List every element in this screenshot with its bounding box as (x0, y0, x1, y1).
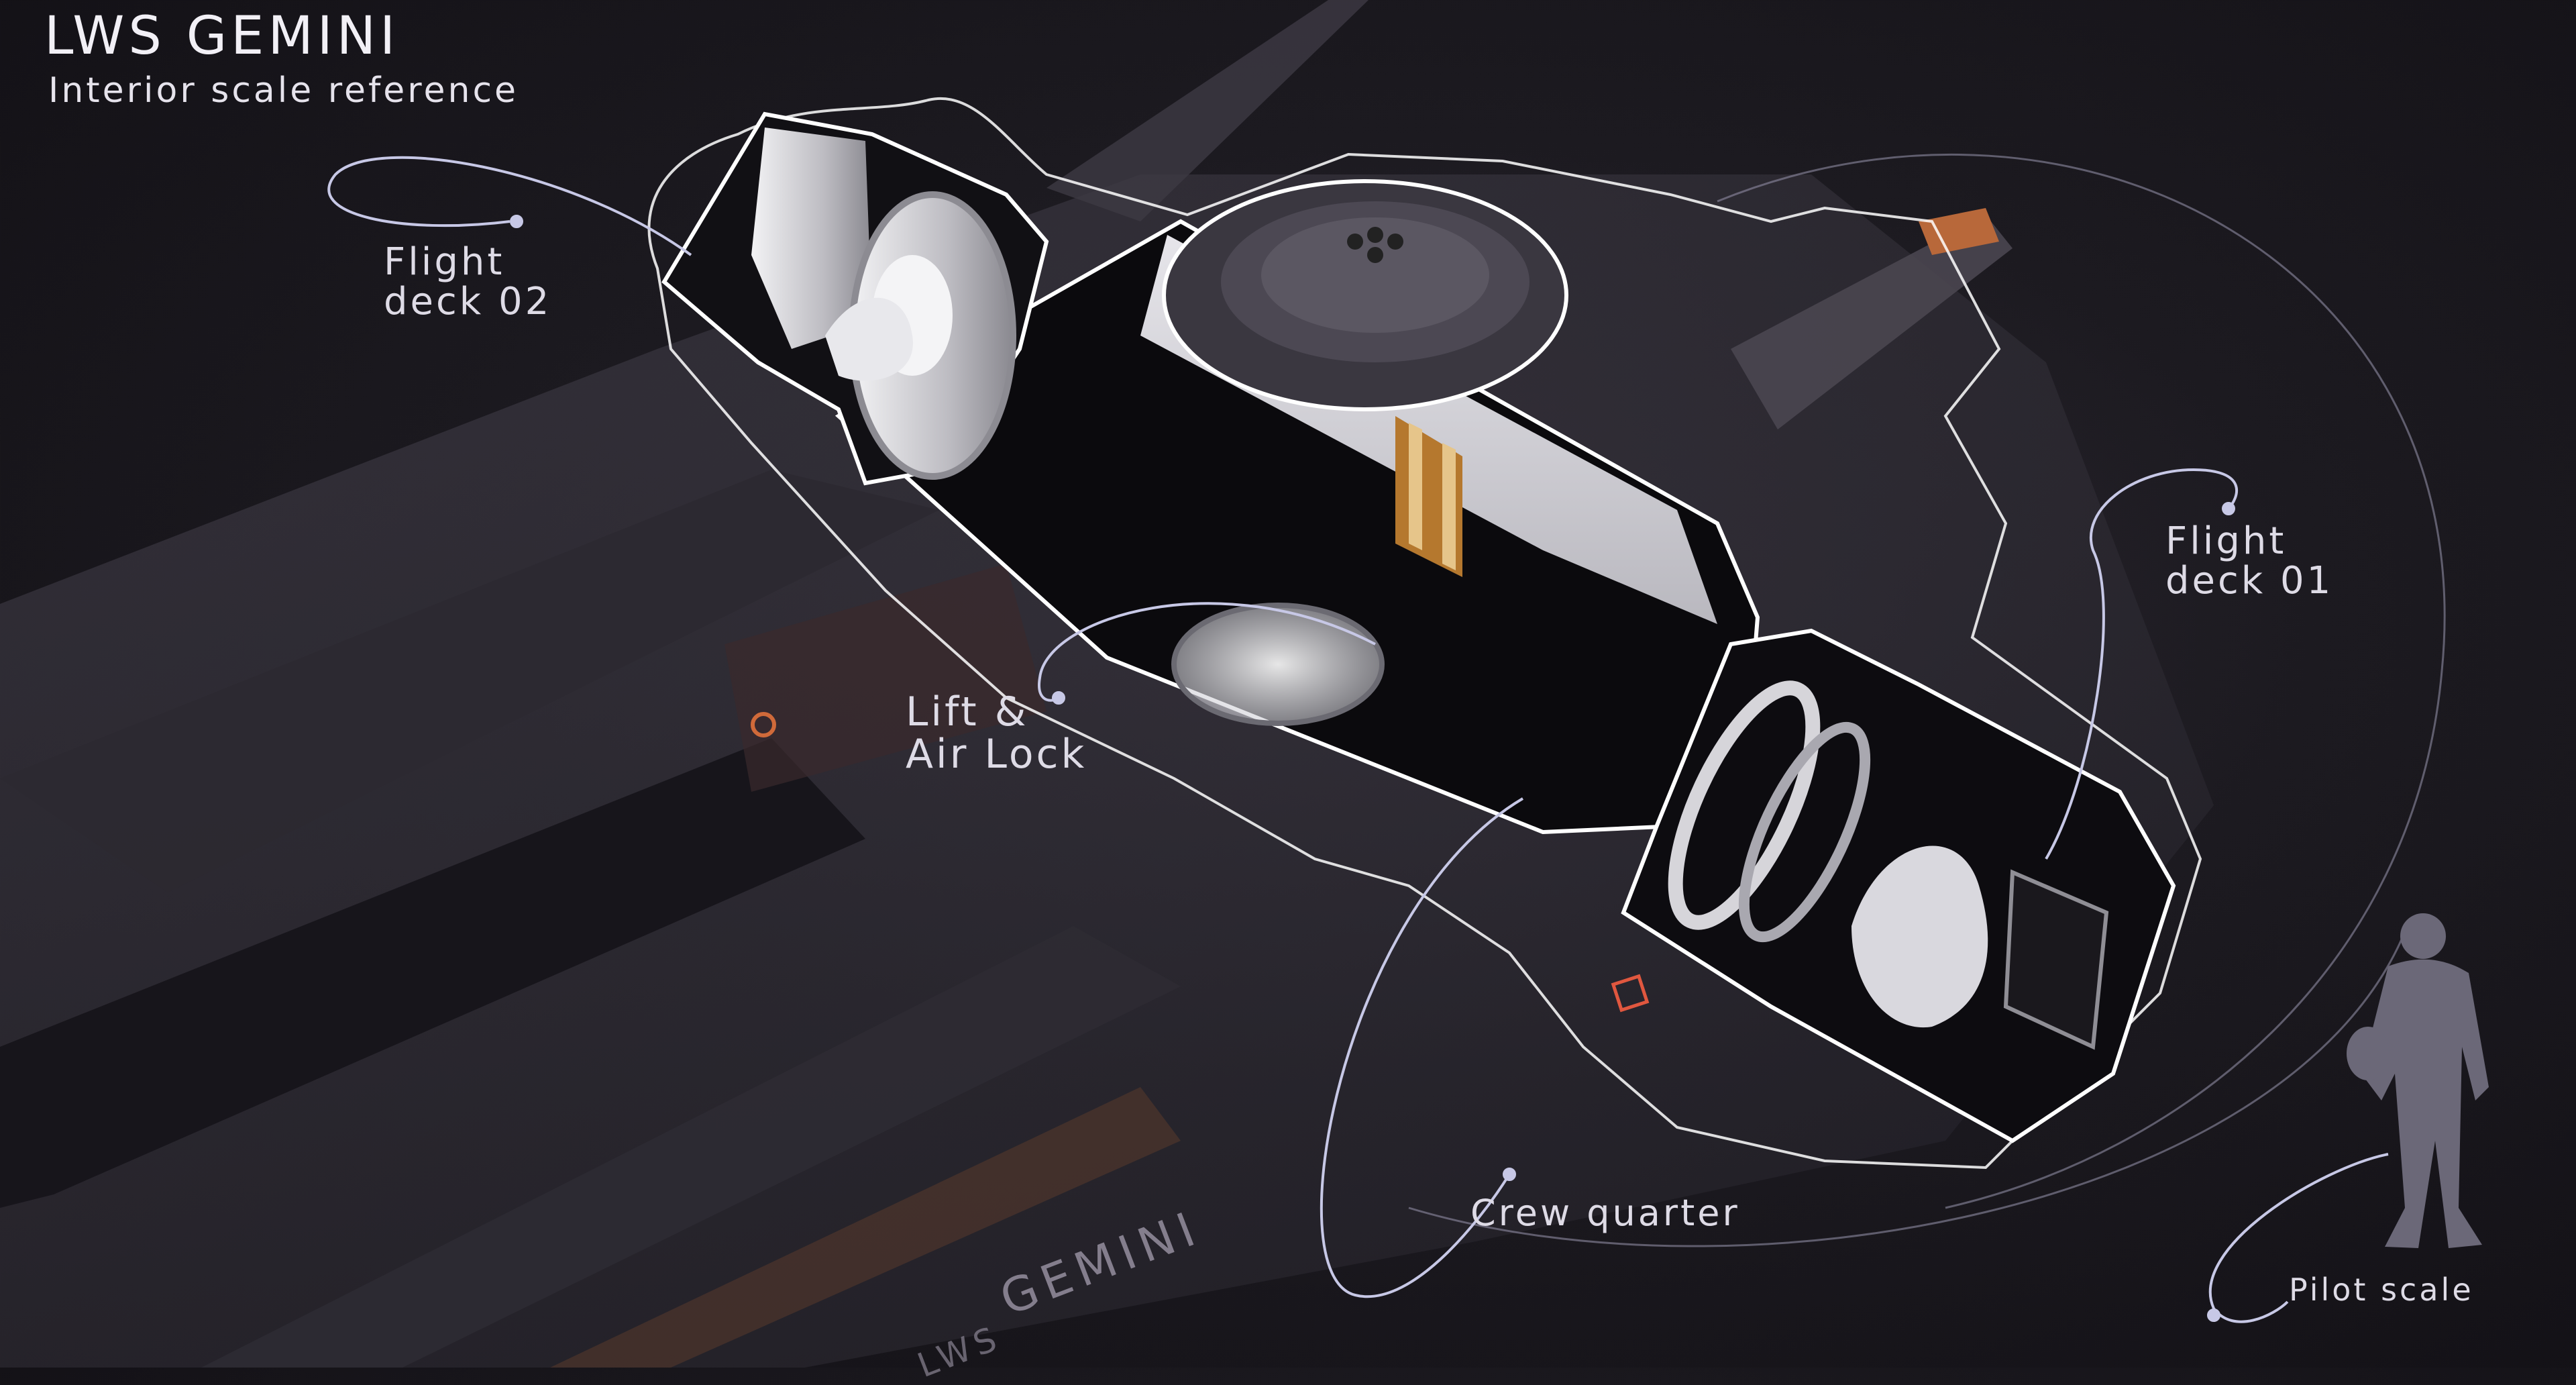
callout-flight-deck-01-line1: Flight (2165, 519, 2287, 563)
flight-deck-01-pod (1621, 628, 2176, 1143)
ship-hull (0, 0, 2214, 1368)
callout-pilot-scale: Pilot scale (2289, 1272, 2474, 1308)
page-title: LWS GEMINI (44, 6, 400, 66)
pilot-silhouette (2347, 913, 2489, 1248)
callout-lift-air-lock: Lift & Air Lock (906, 691, 1087, 776)
cutaway-outline (647, 97, 2202, 1170)
callout-lift-line2: Air Lock (906, 731, 1087, 778)
page-subtitle: Interior scale reference (48, 70, 519, 111)
interior-corridor (835, 179, 1760, 835)
callout-crew-quarter: Crew quarter (1470, 1192, 1740, 1234)
callout-flight-deck-02-line2: deck 02 (384, 279, 552, 323)
orbit-arcs (1408, 154, 2446, 1247)
flight-deck-02-pod (661, 111, 1049, 486)
callout-flight-deck-01: Flight deck 01 (2165, 519, 2334, 603)
callout-flight-deck-02-line1: Flight (384, 240, 505, 284)
leader-lines (327, 156, 2389, 1323)
callout-flight-deck-02: Flight deck 02 (384, 240, 552, 323)
callout-lift-line1: Lift & (906, 688, 1029, 735)
callout-flight-deck-01-line2: deck 01 (2165, 558, 2334, 603)
